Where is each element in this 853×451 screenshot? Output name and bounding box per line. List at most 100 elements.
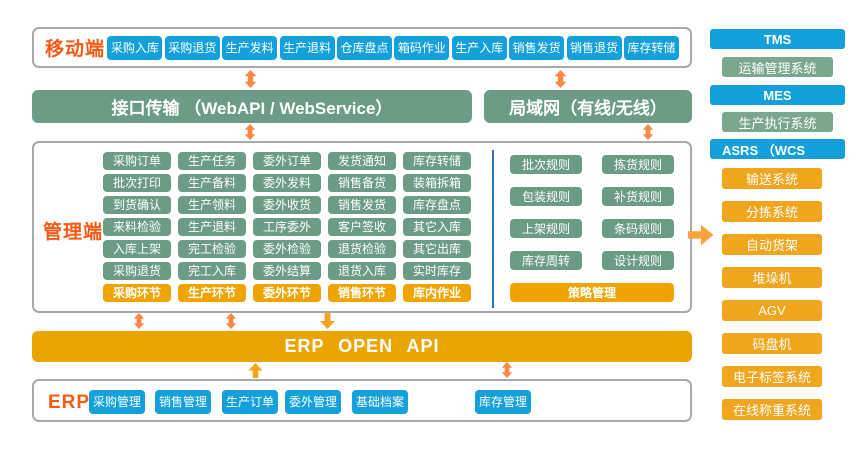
mobile-button[interactable]: 销售发货 bbox=[509, 35, 565, 60]
sidebar-system[interactable]: ASRS （WCS bbox=[710, 139, 845, 159]
mobile-button[interactable]: 生产退料 bbox=[279, 35, 335, 60]
erp-label: ERP bbox=[48, 392, 91, 413]
rules-grid: 批次规则 拣货规则包装规则 补货规则上架规则 条码规则库存周转 设计规则策略管理 bbox=[510, 155, 674, 302]
management-footer-button[interactable]: 销售环节 bbox=[328, 284, 396, 302]
management-button[interactable]: 生产备料 bbox=[178, 174, 246, 192]
strategy-management-button[interactable]: 策略管理 bbox=[510, 283, 674, 302]
management-button[interactable]: 退货入库 bbox=[328, 262, 396, 280]
management-button[interactable]: 委外结算 bbox=[253, 262, 321, 280]
double-arrow-icon bbox=[243, 124, 257, 140]
management-button[interactable]: 来料检验 bbox=[103, 218, 171, 236]
management-button[interactable]: 生产退料 bbox=[178, 218, 246, 236]
erp-button[interactable]: 销售管理 bbox=[155, 390, 211, 414]
mobile-button[interactable]: 生产入库 bbox=[451, 35, 507, 60]
management-button[interactable]: 其它入库 bbox=[403, 218, 471, 236]
management-button[interactable]: 装箱拆箱 bbox=[403, 174, 471, 192]
management-grid: 采购订单批次打印到货确认来料检验入库上架采购退货采购环节生产任务生产备料生产领料… bbox=[103, 152, 471, 302]
sidebar-system[interactable]: TMS bbox=[710, 29, 845, 49]
management-button[interactable]: 委外检验 bbox=[253, 240, 321, 258]
rule-button[interactable]: 批次规则 bbox=[510, 155, 582, 174]
management-column: 采购订单批次打印到货确认来料检验入库上架采购退货采购环节 bbox=[103, 152, 171, 302]
rule-button[interactable]: 包装规则 bbox=[510, 187, 582, 206]
management-footer-button[interactable]: 委外环节 bbox=[253, 284, 321, 302]
management-button[interactable]: 实时库存 bbox=[403, 262, 471, 280]
sidebar-device[interactable]: 电子标签系统 bbox=[722, 366, 822, 387]
sidebar-device[interactable]: AGV bbox=[722, 300, 822, 321]
sidebar-device[interactable]: 堆垛机 bbox=[722, 267, 822, 288]
erp-open-api-bar: ERP OPEN API bbox=[32, 331, 692, 362]
double-arrow-icon bbox=[224, 313, 238, 329]
management-button[interactable]: 入库上架 bbox=[103, 240, 171, 258]
mobile-button[interactable]: 采购入库 bbox=[107, 35, 163, 60]
rule-button[interactable]: 补货规则 bbox=[602, 187, 674, 206]
sidebar-device[interactable]: 在线称重系统 bbox=[722, 399, 822, 420]
management-label: 管理端 bbox=[43, 222, 104, 243]
mobile-button[interactable]: 箱码作业 bbox=[394, 35, 450, 60]
management-button[interactable]: 完工检验 bbox=[178, 240, 246, 258]
erp-button[interactable]: 委外管理 bbox=[285, 390, 341, 414]
rule-button[interactable]: 设计规则 bbox=[602, 251, 674, 270]
management-button[interactable]: 发货通知 bbox=[328, 152, 396, 170]
double-arrow-icon bbox=[132, 313, 146, 329]
double-arrow-icon bbox=[500, 362, 514, 378]
management-column: 发货通知销售备货销售发货客户签收退货检验退货入库销售环节 bbox=[328, 152, 396, 302]
mobile-panel: 移动端 采购入库采购退货生产发料生产退料仓库盘点箱码作业生产入库销售发货销售退货… bbox=[32, 27, 692, 68]
management-footer-button[interactable]: 采购环节 bbox=[103, 284, 171, 302]
management-button[interactable]: 到货确认 bbox=[103, 196, 171, 214]
rule-button[interactable]: 库存周转 bbox=[510, 251, 582, 270]
double-arrow-icon bbox=[553, 70, 568, 88]
rule-button[interactable]: 拣货规则 bbox=[602, 155, 674, 174]
erp-button[interactable]: 基础档案 bbox=[352, 390, 408, 414]
sidebar-device[interactable]: 输送系统 bbox=[722, 168, 822, 189]
mobile-button[interactable]: 仓库盘点 bbox=[336, 35, 392, 60]
mobile-label: 移动端 bbox=[45, 39, 106, 60]
mobile-button[interactable]: 销售退货 bbox=[566, 35, 622, 60]
vertical-divider bbox=[492, 150, 494, 308]
erp-button[interactable]: 库存管理 bbox=[475, 390, 531, 414]
management-button[interactable]: 生产领料 bbox=[178, 196, 246, 214]
management-button[interactable]: 工序委外 bbox=[253, 218, 321, 236]
management-button[interactable]: 销售备货 bbox=[328, 174, 396, 192]
lan-bar: 局域网（有线/无线） bbox=[484, 90, 692, 123]
sidebar-system[interactable]: 运输管理系统 bbox=[722, 57, 833, 77]
management-button[interactable]: 客户签收 bbox=[328, 218, 396, 236]
erp-button[interactable]: 采购管理 bbox=[89, 390, 145, 414]
management-footer-button[interactable]: 库内作业 bbox=[403, 284, 471, 302]
double-arrow-icon bbox=[243, 70, 258, 88]
management-button[interactable]: 库存盘点 bbox=[403, 196, 471, 214]
management-button[interactable]: 委外收货 bbox=[253, 196, 321, 214]
management-button[interactable]: 委外发料 bbox=[253, 174, 321, 192]
mobile-button[interactable]: 生产发料 bbox=[222, 35, 278, 60]
management-button[interactable]: 生产任务 bbox=[178, 152, 246, 170]
rule-button[interactable]: 上架规则 bbox=[510, 219, 582, 238]
management-button[interactable]: 库存转储 bbox=[403, 152, 471, 170]
management-button[interactable]: 销售发货 bbox=[328, 196, 396, 214]
management-button[interactable]: 退货检验 bbox=[328, 240, 396, 258]
management-footer-button[interactable]: 生产环节 bbox=[178, 284, 246, 302]
sidebar-device[interactable]: 分拣系统 bbox=[722, 201, 822, 222]
mobile-button[interactable]: 采购退货 bbox=[164, 35, 220, 60]
management-button[interactable]: 完工入库 bbox=[178, 262, 246, 280]
right-arrow-icon bbox=[688, 223, 714, 247]
management-button[interactable]: 委外订单 bbox=[253, 152, 321, 170]
rule-button[interactable]: 条码规则 bbox=[602, 219, 674, 238]
management-button[interactable]: 批次打印 bbox=[103, 174, 171, 192]
management-column: 委外订单委外发料委外收货工序委外委外检验委外结算委外环节 bbox=[253, 152, 321, 302]
management-panel: 管理端 采购订单批次打印到货确认来料检验入库上架采购退货采购环节生产任务生产备料… bbox=[32, 141, 692, 313]
interface-transport-bar: 接口传输 （WebAPI / WebService） bbox=[32, 90, 472, 123]
sidebar-device[interactable]: 码盘机 bbox=[722, 333, 822, 354]
mobile-button[interactable]: 库存转储 bbox=[623, 35, 679, 60]
management-column: 库存转储装箱拆箱库存盘点其它入库其它出库实时库存库内作业 bbox=[403, 152, 471, 302]
management-button[interactable]: 采购退货 bbox=[103, 262, 171, 280]
up-arrow-icon bbox=[247, 363, 264, 378]
management-button[interactable]: 其它出库 bbox=[403, 240, 471, 258]
sidebar-device[interactable]: 自动货架 bbox=[722, 234, 822, 255]
sidebar-system[interactable]: MES bbox=[710, 85, 845, 105]
management-column: 生产任务生产备料生产领料生产退料完工检验完工入库生产环节 bbox=[178, 152, 246, 302]
double-arrow-icon bbox=[641, 124, 655, 140]
sidebar-system[interactable]: 生产执行系统 bbox=[722, 112, 833, 132]
erp-button[interactable]: 生产订单 bbox=[222, 390, 278, 414]
erp-panel: ERP 采购管理销售管理生产订单委外管理基础档案 库存管理 bbox=[32, 379, 692, 422]
management-button[interactable]: 采购订单 bbox=[103, 152, 171, 170]
